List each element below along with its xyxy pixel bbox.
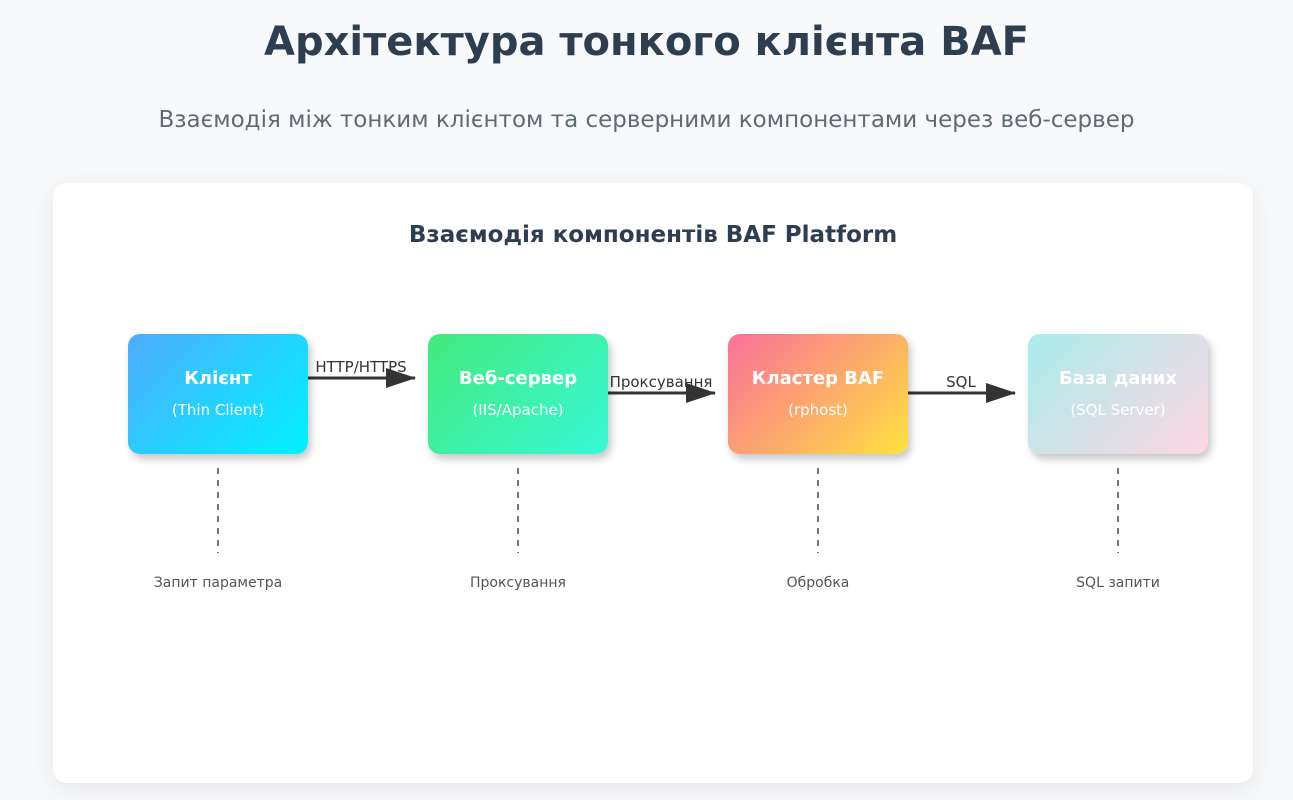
edge-label-http: HTTP/HTTPS	[315, 358, 406, 376]
node-cluster-name: Кластер BAF	[751, 368, 885, 389]
node-database-sub: (SQL Server)	[1070, 401, 1166, 419]
node-cluster: Кластер BAF (rphost)	[728, 334, 908, 454]
node-web-server-name: Веб-сервер	[458, 368, 578, 389]
page-title: Архітектура тонкого клієнта BAF	[264, 19, 1029, 65]
note-client: Запит параметра	[153, 575, 283, 591]
node-web-server: Веб-сервер (IIS/Apache)	[428, 334, 608, 454]
note-database: SQL запити	[1076, 575, 1160, 591]
node-client-name: Клієнт	[184, 368, 252, 389]
edge-label-proxy: Проксування	[610, 373, 713, 391]
node-client-sub: (Thin Client)	[171, 401, 265, 419]
node-database: База даних (SQL Server)	[1028, 334, 1208, 454]
note-cluster: Обробка	[786, 575, 850, 591]
page-subtitle: Взаємодія між тонким клієнтом та серверн…	[158, 107, 1135, 133]
diagram-title: Взаємодія компонентів BAF Platform	[408, 222, 898, 248]
node-database-name: База даних	[1058, 368, 1178, 389]
node-client: Клієнт (Thin Client)	[128, 334, 308, 454]
edge-label-sql: SQL	[946, 373, 976, 391]
diagram-connectors: HTTP/HTTPS Проксування SQL	[217, 358, 1119, 553]
diagram-card: Взаємодія компонентів BAF Platform HTTP/…	[53, 183, 1253, 783]
node-cluster-sub: (rphost)	[788, 401, 848, 419]
note-web-server: Проксування	[470, 575, 566, 591]
node-web-server-sub: (IIS/Apache)	[472, 401, 564, 419]
